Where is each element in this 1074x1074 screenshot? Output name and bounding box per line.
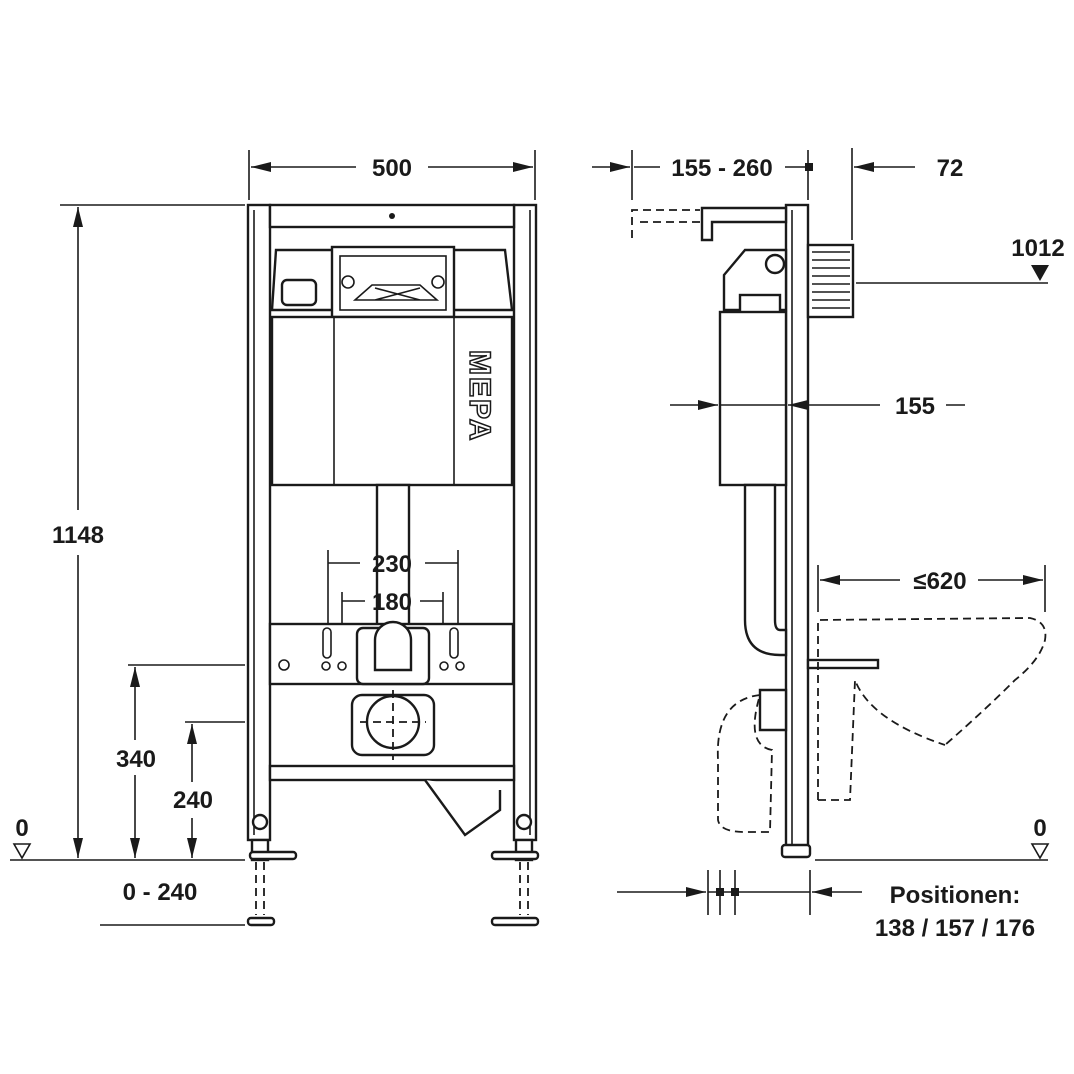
- top-bracket: [700, 206, 788, 242]
- bowl-length-dimension: ≤620: [913, 568, 966, 595]
- positions-values: 138 / 157 / 176: [875, 915, 1035, 942]
- tank-depth-dimension: 155: [895, 393, 935, 420]
- front-view: MEPA: [10, 150, 540, 927]
- right-post: [512, 203, 538, 842]
- dimension-230: 230: [372, 551, 412, 578]
- level-triangle-icon: [1030, 843, 1050, 860]
- level-triangle-icon: [12, 843, 32, 860]
- side-view: 155 - 260 72 1012 155 ≤620 0 Positio: [592, 148, 1065, 942]
- zero-level-label-side: 0: [1033, 815, 1046, 842]
- level-triangle-icon: [1031, 265, 1049, 281]
- positions-title: Positionen:: [890, 882, 1021, 909]
- dimension-180: 180: [372, 589, 412, 616]
- width-dimension: 500: [372, 155, 412, 182]
- zero-level-label: 0: [15, 815, 28, 842]
- dimension-340: 340: [116, 746, 156, 773]
- right-foot: [490, 813, 540, 927]
- actuation-box: [330, 245, 456, 319]
- lower-bar: [268, 764, 516, 782]
- dimension-240: 240: [173, 787, 213, 814]
- side-flush-pipe: [743, 483, 788, 657]
- foot-range-dimension: 0 - 240: [123, 879, 198, 906]
- left-foot: [246, 813, 298, 927]
- plate-depth-dimension: 72: [937, 155, 964, 182]
- mepa-logo: MEPA: [463, 350, 496, 442]
- cistern: [270, 315, 514, 487]
- depth-range-dimension: 155 - 260: [671, 155, 772, 182]
- side-cistern: [718, 310, 788, 487]
- height-dimension: 1148: [52, 522, 104, 549]
- height-1012-dimension: 1012: [1011, 235, 1064, 262]
- left-post: [246, 203, 272, 842]
- toilet-bowl-outline: [817, 617, 1047, 801]
- bowl-bolt: [806, 658, 880, 670]
- flush-plate: [806, 243, 855, 319]
- side-frame-post: [784, 203, 810, 857]
